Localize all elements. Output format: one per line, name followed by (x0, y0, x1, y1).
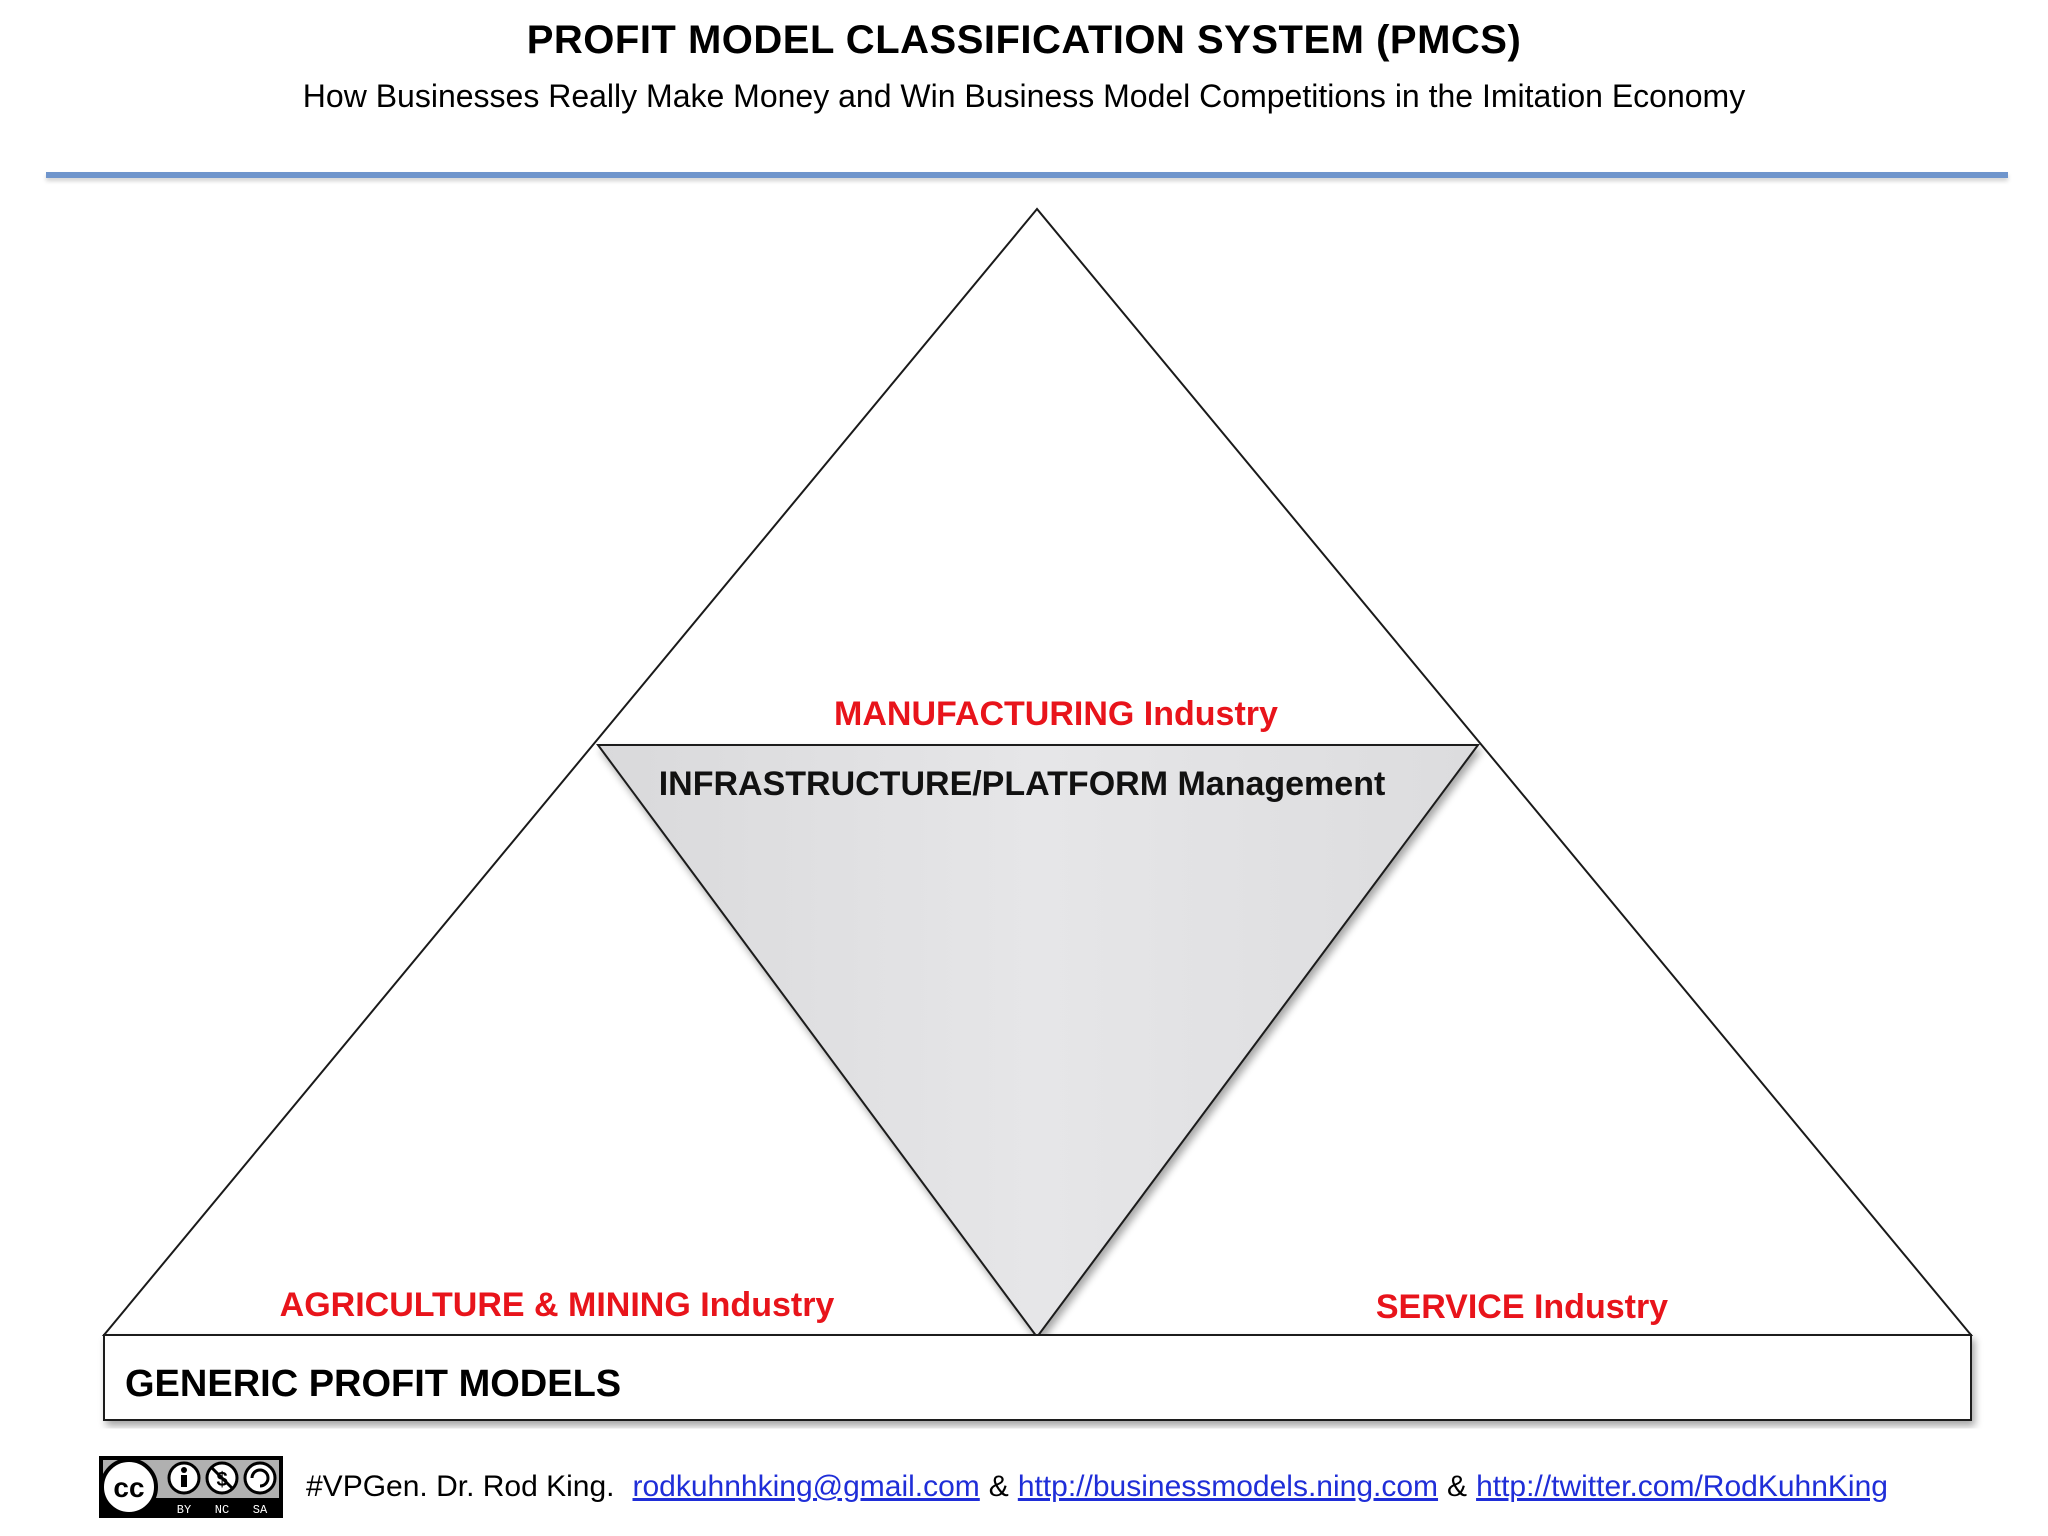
ampersand-2: & (1447, 1470, 1468, 1503)
manufacturing-label: MANUFACTURING Industry (834, 695, 1278, 733)
agriculture-mining-label: AGRICULTURE & MINING Industry (280, 1286, 835, 1324)
creative-commons-badge: cc $ BY NC SA (99, 1456, 283, 1518)
cc-badge-by: BY (177, 1503, 191, 1517)
credit-text: #VPGen. Dr. Rod King. (306, 1470, 615, 1503)
cc-badge-sa: SA (253, 1503, 268, 1517)
ampersand-1: & (988, 1470, 1009, 1503)
twitter-link[interactable]: http://twitter.com/RodKuhnKing (1476, 1470, 1888, 1503)
header-divider (46, 172, 2008, 178)
service-label: SERVICE Industry (1376, 1288, 1668, 1326)
email-link[interactable]: rodkuhnhking@gmail.com (632, 1470, 980, 1503)
page-title: PROFIT MODEL CLASSIFICATION SYSTEM (PMCS… (526, 18, 1522, 62)
cc-badge-nc: NC (215, 1503, 229, 1517)
infrastructure-label: INFRASTRUCTURE/PLATFORM Management (659, 765, 1386, 803)
cc-badge-label: cc (113, 1472, 144, 1503)
page-subtitle: How Businesses Really Make Money and Win… (302, 78, 1746, 114)
footer: cc $ BY NC SA #VPGen. Dr. Rod King. rodk… (98, 1455, 1888, 1519)
generic-profit-models-label: GENERIC PROFIT MODELS (125, 1363, 621, 1405)
businessmodels-link[interactable]: http://businessmodels.ning.com (1017, 1470, 1439, 1503)
infrastructure-triangle (596, 744, 1480, 1339)
generic-profit-models-band (103, 1334, 1972, 1421)
